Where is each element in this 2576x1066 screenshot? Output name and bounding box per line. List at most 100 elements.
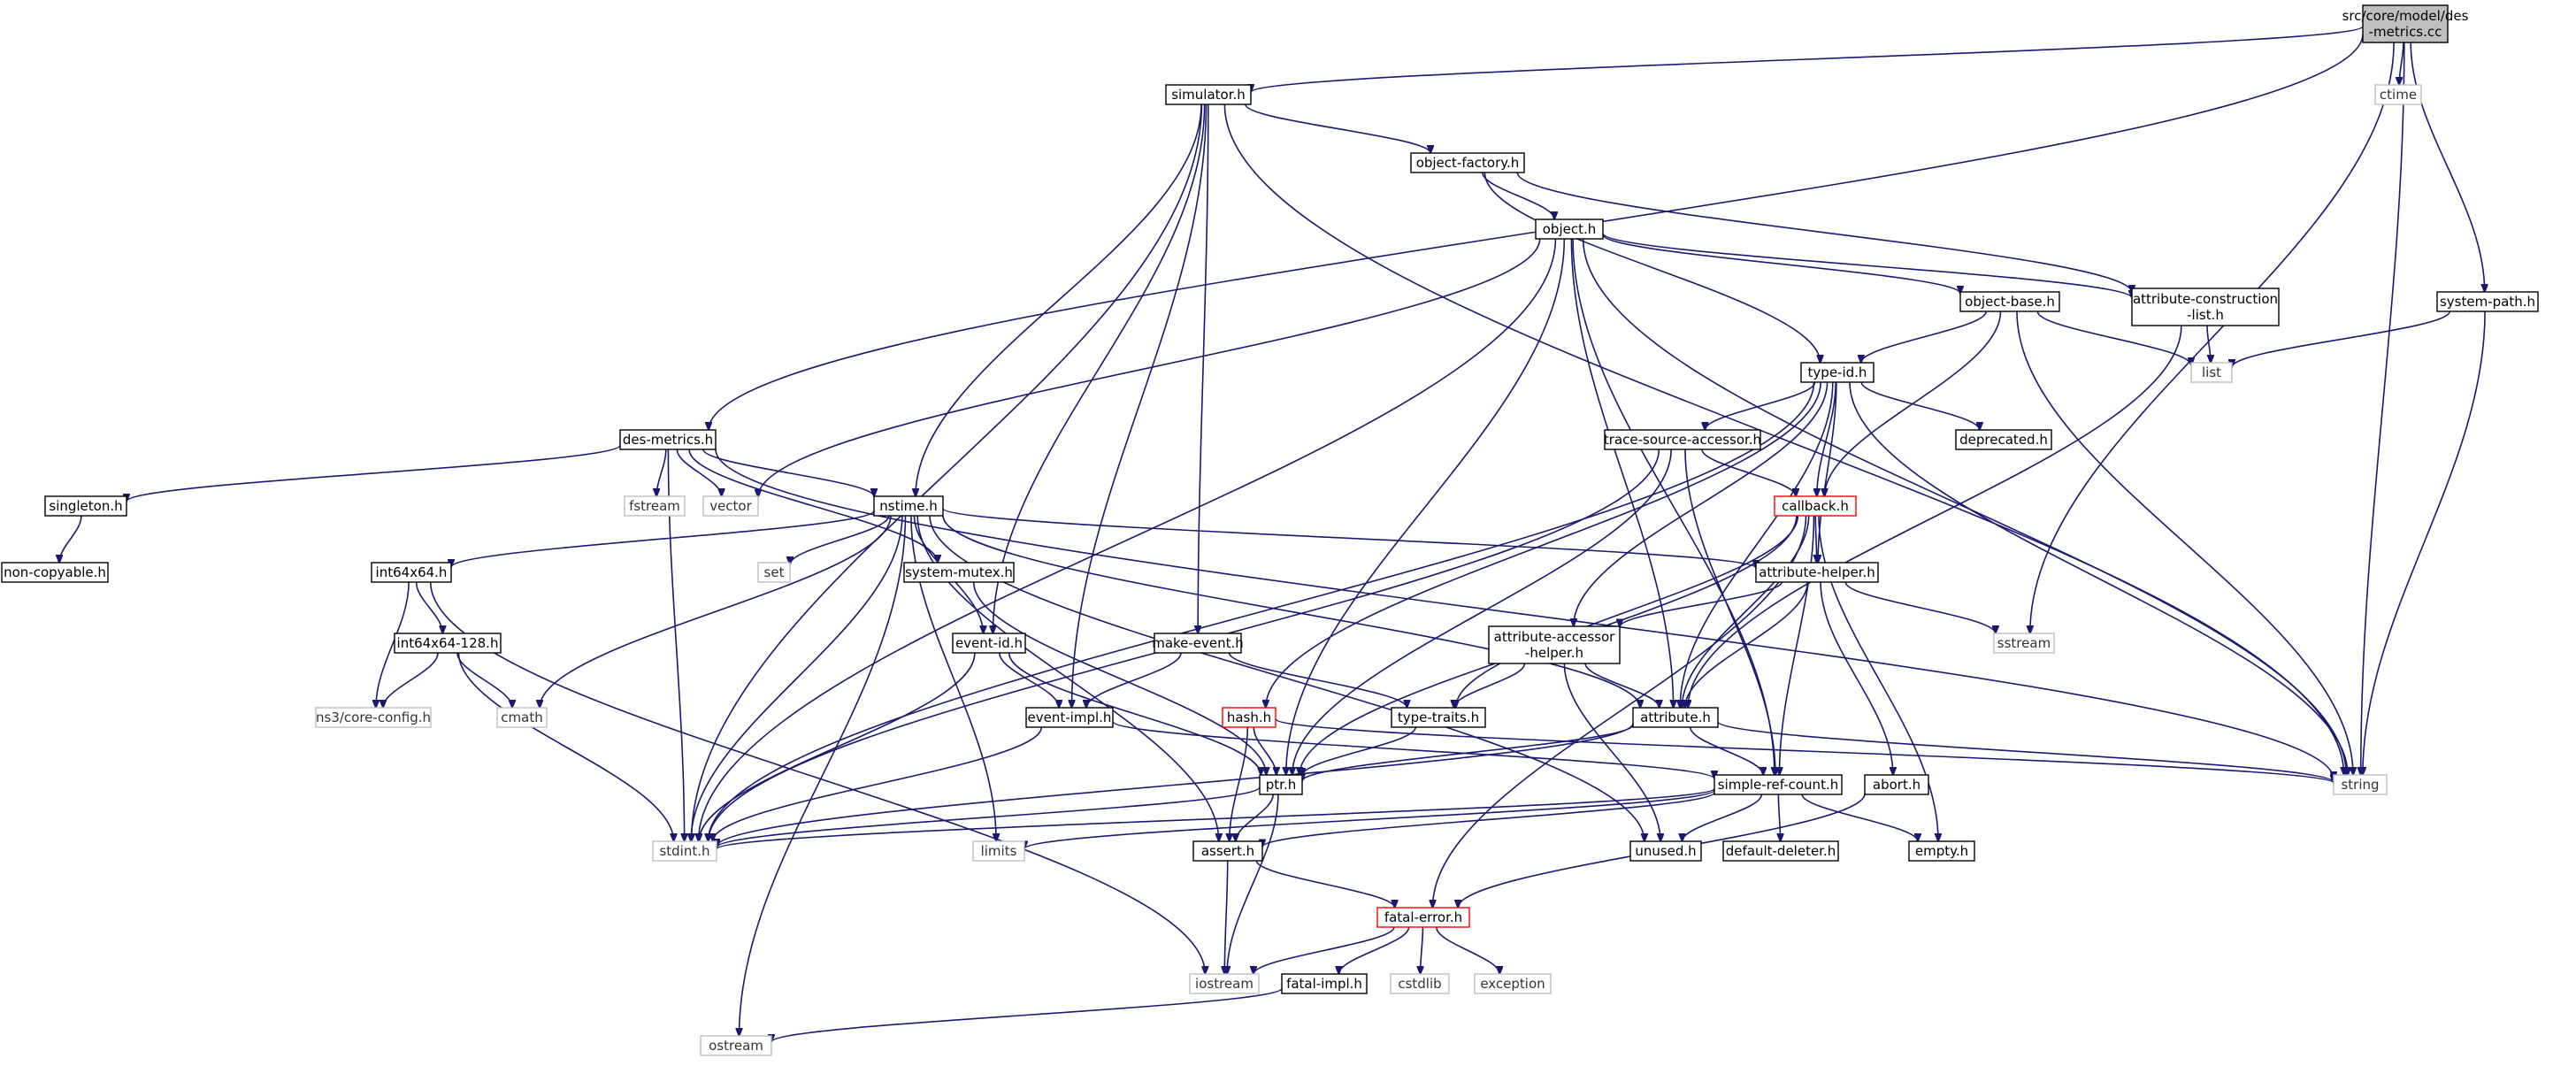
node-ptr-label: ptr.h [1266, 777, 1296, 793]
node-attribute-helper[interactable]: attribute-helper.h [1755, 562, 1879, 583]
node-int64x64[interactable]: int64x64.h [371, 562, 452, 583]
node-fstream-box [624, 495, 686, 517]
node-type-traits[interactable]: type-traits.h [1391, 707, 1486, 728]
node-root[interactable]: src/core/model/des-metrics.cc [2342, 4, 2469, 43]
node-object[interactable]: object.h [1535, 219, 1604, 240]
node-ns3-core-config-label: ns3/core-config.h [316, 709, 431, 725]
edges-layer [59, 26, 2485, 1042]
node-system-mutex[interactable]: system-mutex.h [903, 562, 1015, 583]
node-ns3-core-config-box [315, 707, 432, 728]
node-non-copyable-label: non-copyable.h [4, 564, 106, 580]
node-non-copyable[interactable]: non-copyable.h [1, 562, 109, 583]
edge-int64x64-128-to-stdint [457, 652, 674, 841]
edge-attribute-accessor-helper-to-type-traits [1454, 663, 1526, 708]
edge-object-base-to-type-id [1861, 311, 1987, 363]
edge-object-to-object-base [1602, 234, 1960, 294]
node-object-base[interactable]: object-base.h [1959, 291, 2060, 312]
edge-fatal-impl-to-ostream [771, 987, 1283, 1042]
node-trace-source-accessor[interactable]: trace-source-accessor.h [1604, 429, 1761, 450]
node-event-impl[interactable]: event-impl.h [1025, 707, 1114, 728]
node-hash-label: hash.h [1227, 709, 1271, 725]
node-make-event-label: make-event.h [1152, 635, 1244, 651]
node-attribute[interactable]: attribute.h [1632, 707, 1719, 728]
node-object-box [1535, 219, 1604, 240]
node-unused-label: unused.h [1635, 843, 1696, 859]
edge-simulator-to-make-event [1198, 104, 1209, 633]
node-limits: limits [972, 840, 1025, 862]
edge-attribute-to-stdint [717, 723, 1634, 847]
node-type-traits-box [1391, 707, 1486, 728]
node-fatal-error-box [1376, 907, 1470, 928]
node-nstime[interactable]: nstime.h [873, 495, 944, 517]
node-attribute-construction-list-label: attribute-construction [2133, 291, 2278, 307]
node-ptr[interactable]: ptr.h [1259, 774, 1303, 795]
edge-fatal-error-to-iostream [1254, 926, 1395, 974]
node-system-path[interactable]: system-path.h [2436, 291, 2539, 312]
node-attribute-construction-list[interactable]: attribute-construction-list.h [2131, 288, 2280, 326]
node-iostream: iostream [1189, 973, 1260, 994]
edge-callback-to-attribute [1682, 515, 1810, 708]
node-type-id-label: type-id.h [1808, 364, 1867, 380]
node-singleton[interactable]: singleton.h [44, 495, 127, 517]
edge-system-path-to-list [2232, 311, 2450, 367]
node-fatal-error-label: fatal-error.h [1384, 909, 1462, 925]
edge-root-to-ctime [2399, 42, 2404, 85]
node-attribute-construction-list-label: -list.h [2187, 307, 2224, 323]
node-fatal-impl-box [1281, 973, 1368, 994]
node-abort[interactable]: abort.h [1864, 774, 1929, 795]
node-empty-label: empty.h [1915, 843, 1968, 859]
node-object-factory[interactable]: object-factory.h [1410, 152, 1525, 173]
node-hash[interactable]: hash.h [1222, 707, 1276, 728]
edge-type-id-to-hash [1266, 381, 1821, 708]
node-attribute-helper-box [1755, 562, 1879, 583]
edge-assert-to-iostream [1224, 860, 1229, 974]
edge-callback-to-type-traits [1456, 515, 1799, 708]
edge-int64x64-128-to-cmath [456, 652, 512, 708]
node-set-box [757, 562, 791, 583]
node-assert[interactable]: assert.h [1192, 840, 1263, 862]
edge-object-to-attribute-construction-list [1602, 232, 2132, 298]
edge-simple-ref-count-to-default-deleter [1778, 794, 1780, 841]
node-simulator[interactable]: simulator.h [1165, 84, 1252, 105]
node-empty[interactable]: empty.h [1908, 840, 1975, 862]
node-des-metrics-label: des-metrics.h [623, 432, 713, 448]
node-fatal-impl[interactable]: fatal-impl.h [1281, 973, 1368, 994]
edge-event-id-to-event-impl [999, 652, 1059, 708]
node-int64x64-128[interactable]: int64x64-128.h [394, 633, 502, 654]
node-attribute-accessor-helper-label: -helper.h [1525, 645, 1583, 661]
node-simple-ref-count-box [1714, 774, 1843, 795]
edge-attribute-helper-to-abort [1820, 581, 1893, 775]
node-limits-box [972, 840, 1025, 862]
edge-des-metrics-to-fstream [656, 449, 667, 496]
node-event-id[interactable]: event-id.h [952, 633, 1026, 654]
node-root-label: src/core/model/des [2342, 8, 2469, 24]
node-type-id[interactable]: type-id.h [1800, 362, 1874, 383]
edge-object-to-vector [758, 238, 1541, 497]
node-make-event[interactable]: make-event.h [1152, 633, 1244, 654]
node-event-impl-label: event-impl.h [1028, 709, 1112, 725]
node-singleton-label: singleton.h [49, 498, 122, 514]
node-ctime: ctime [2374, 84, 2422, 105]
edge-make-event-to-event-impl [1086, 652, 1182, 708]
node-object-base-label: object-base.h [1965, 294, 2055, 310]
edge-nstime-to-stdint [691, 515, 903, 841]
node-deprecated[interactable]: deprecated.h [1955, 429, 2052, 450]
node-callback[interactable]: callback.h [1774, 495, 1857, 517]
edge-hash-to-assert [1230, 726, 1249, 841]
edge-type-id-to-trace-source-accessor [1705, 381, 1816, 430]
node-unused[interactable]: unused.h [1629, 840, 1702, 862]
node-simple-ref-count[interactable]: simple-ref-count.h [1714, 774, 1843, 795]
node-type-id-box [1800, 362, 1874, 383]
edge-ptr-to-iostream [1227, 794, 1279, 974]
node-system-mutex-label: system-mutex.h [905, 564, 1013, 580]
node-des-metrics[interactable]: des-metrics.h [619, 429, 717, 450]
node-fstream-label: fstream [629, 498, 680, 514]
node-attribute-helper-label: attribute-helper.h [1759, 564, 1875, 580]
node-attribute-accessor-helper[interactable]: attribute-accessor-helper.h [1488, 625, 1621, 664]
node-default-deleter[interactable]: default-deleter.h [1722, 840, 1839, 862]
node-fatal-error[interactable]: fatal-error.h [1376, 907, 1470, 928]
node-trace-source-accessor-box [1604, 429, 1761, 450]
edge-type-id-to-string [1849, 381, 2348, 775]
edge-des-metrics-to-string [715, 449, 2334, 779]
edge-hash-to-ptr [1253, 726, 1276, 775]
